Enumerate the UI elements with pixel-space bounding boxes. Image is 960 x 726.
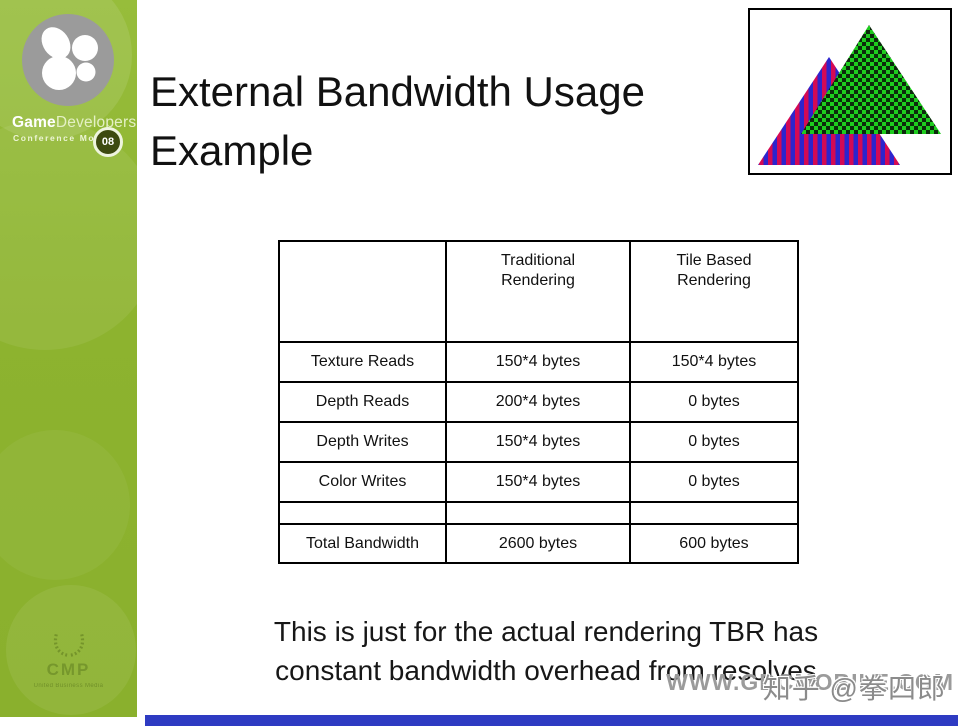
brand-developers-label: Developers: [55, 114, 137, 131]
gdc-brand: GameDevelopers™: [12, 114, 137, 132]
traditional-value: 200*4 bytes: [445, 381, 631, 423]
brand-trademark: ™: [136, 114, 137, 121]
row-label: Texture Reads: [278, 341, 447, 383]
brand-game-label: Game: [12, 114, 56, 131]
laurel-wreath-icon: [53, 632, 84, 657]
title-line-1: External Bandwidth Usage: [150, 68, 645, 116]
checkered-triangle: [801, 25, 941, 134]
table-row: Depth Reads 200*4 bytes 0 bytes: [278, 381, 799, 423]
table-row: Color Writes 150*4 bytes 0 bytes: [278, 461, 799, 503]
tile-value: [629, 501, 799, 525]
table-total-row: Total Bandwidth 2600 bytes 600 bytes: [278, 523, 799, 564]
tile-value: 0 bytes: [629, 461, 799, 503]
tile-value: 600 bytes: [629, 523, 799, 564]
traditional-value: 150*4 bytes: [445, 461, 631, 503]
table-spacer-row: [278, 501, 799, 525]
zhihu-watermark: 知乎 @拳四郎: [762, 673, 946, 704]
caption: This is just for the actual rendering TB…: [137, 612, 955, 690]
cmp-label: CMP: [46, 660, 91, 679]
table-row: Depth Writes 150*4 bytes 0 bytes: [278, 421, 799, 463]
sidebar: GameDevelopers™ Conference Mobile 08 CMP…: [0, 0, 137, 717]
gdc-logo-icon: [22, 14, 114, 106]
badge-08: 08: [93, 127, 123, 157]
row-label: Total Bandwidth: [278, 523, 447, 564]
cmp-logo: CMP United Business Media: [0, 626, 137, 689]
gdcmobile-watermark: WWW.GDCMOBILE.COM: [666, 669, 954, 695]
tile-value: 150*4 bytes: [629, 341, 799, 383]
row-label: Color Writes: [278, 461, 447, 503]
tile-value: 0 bytes: [629, 381, 799, 423]
caption-line-1: This is just for the actual rendering TB…: [273, 616, 819, 647]
header-empty: [278, 240, 447, 343]
united-business-media-label: United Business Media: [33, 683, 104, 689]
traditional-value: [445, 501, 631, 525]
row-label: [278, 501, 447, 525]
watermark: WWW.GDCMOBILE.COM 知乎 @拳四郎: [666, 669, 954, 709]
tile-value: 0 bytes: [629, 421, 799, 463]
sidebar-deco-circle: [0, 430, 130, 580]
overlapping-triangles-figure: [748, 8, 952, 175]
traditional-value: 150*4 bytes: [445, 421, 631, 463]
conference-mobile-label: Conference Mobile: [13, 133, 117, 143]
traditional-value: 150*4 bytes: [445, 341, 631, 383]
sidebar-deco-circle: [6, 585, 136, 715]
traditional-value: 2600 bytes: [445, 523, 631, 564]
row-label: Depth Reads: [278, 381, 447, 423]
caption-line-2: constant bandwidth overhead from resolve…: [275, 655, 817, 686]
row-label: Depth Writes: [278, 421, 447, 463]
title-line-2: Example: [150, 127, 314, 175]
footer-blue-bar: [145, 715, 958, 726]
sidebar-deco-circle: [0, 120, 137, 350]
table-row: Texture Reads 150*4 bytes 150*4 bytes: [278, 341, 799, 383]
